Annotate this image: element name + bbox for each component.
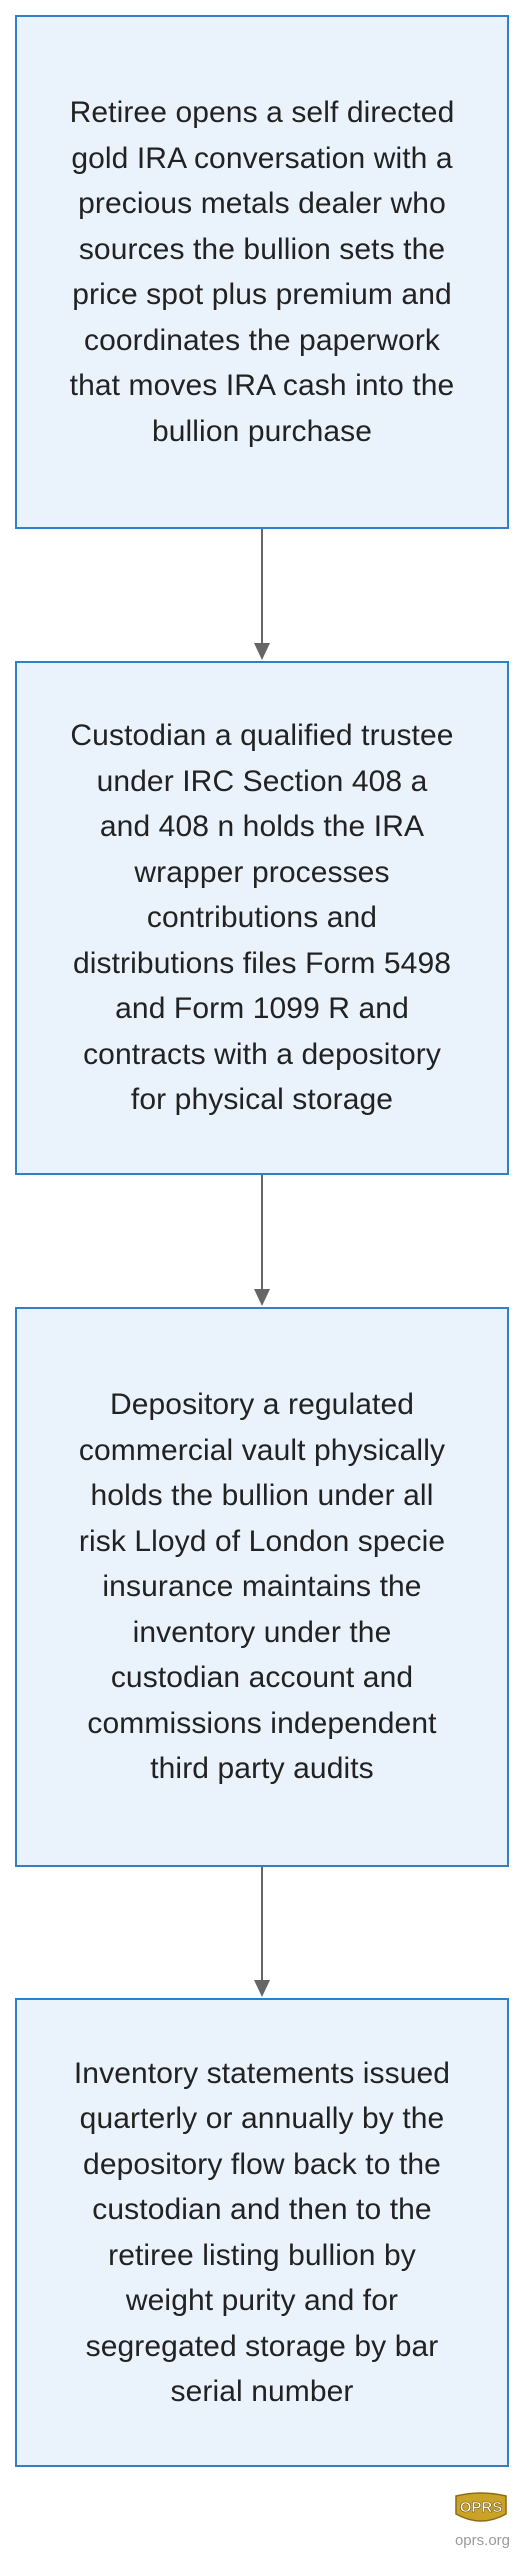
- flow-step-depository: Depository a regulated commercial vault …: [15, 1307, 509, 1867]
- arrow-down-icon: [254, 529, 270, 660]
- arrow-down-icon: [254, 1867, 270, 1997]
- oprs-logo-icon: OPRS: [455, 2492, 507, 2522]
- footer-url: oprs.org: [454, 2532, 510, 2549]
- flow-step-text: Retiree opens a self directed gold IRA c…: [69, 96, 455, 448]
- arrow-down-icon: [254, 1175, 270, 1306]
- flow-step-inventory-statements: Inventory statements issued quarterly or…: [15, 1998, 509, 2467]
- flow-step-retiree-dealer: Retiree opens a self directed gold IRA c…: [15, 15, 509, 529]
- flow-step-custodian: Custodian a qualified trustee under IRC …: [15, 661, 509, 1175]
- logo-text: OPRS: [460, 2499, 503, 2516]
- flow-step-text: Custodian a qualified trustee under IRC …: [70, 719, 454, 1117]
- flow-step-text: Depository a regulated commercial vault …: [78, 1388, 446, 1786]
- flow-step-text: Inventory statements issued quarterly or…: [73, 2056, 451, 2409]
